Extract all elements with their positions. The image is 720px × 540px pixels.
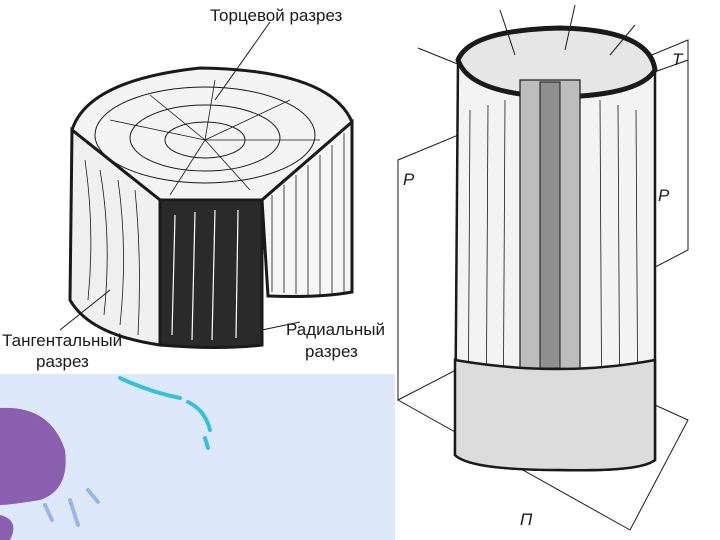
tangential-section-label-line1: Тангентальный xyxy=(2,331,122,351)
cyan-arc-ornament xyxy=(120,378,210,448)
plane-label-p-left: Р xyxy=(403,170,414,190)
trunk-planes-right xyxy=(398,5,688,530)
decorative-ornaments xyxy=(0,378,210,540)
radial-section-label-line2: разрез xyxy=(305,342,358,362)
purple-circle-ornament xyxy=(0,408,66,505)
tangential-section-label-line2: разрез xyxy=(36,352,89,372)
radial-section-label-line1: Радиальный xyxy=(286,320,385,340)
log-cutaway-left xyxy=(60,22,352,348)
plane-label-p-right: Р xyxy=(658,186,669,206)
end-section-label: Торцевой разрез xyxy=(210,6,342,26)
plane-label-t: Т xyxy=(672,50,682,70)
trunk-bark-bottom xyxy=(455,360,655,470)
plane-label-n: П xyxy=(520,510,532,530)
